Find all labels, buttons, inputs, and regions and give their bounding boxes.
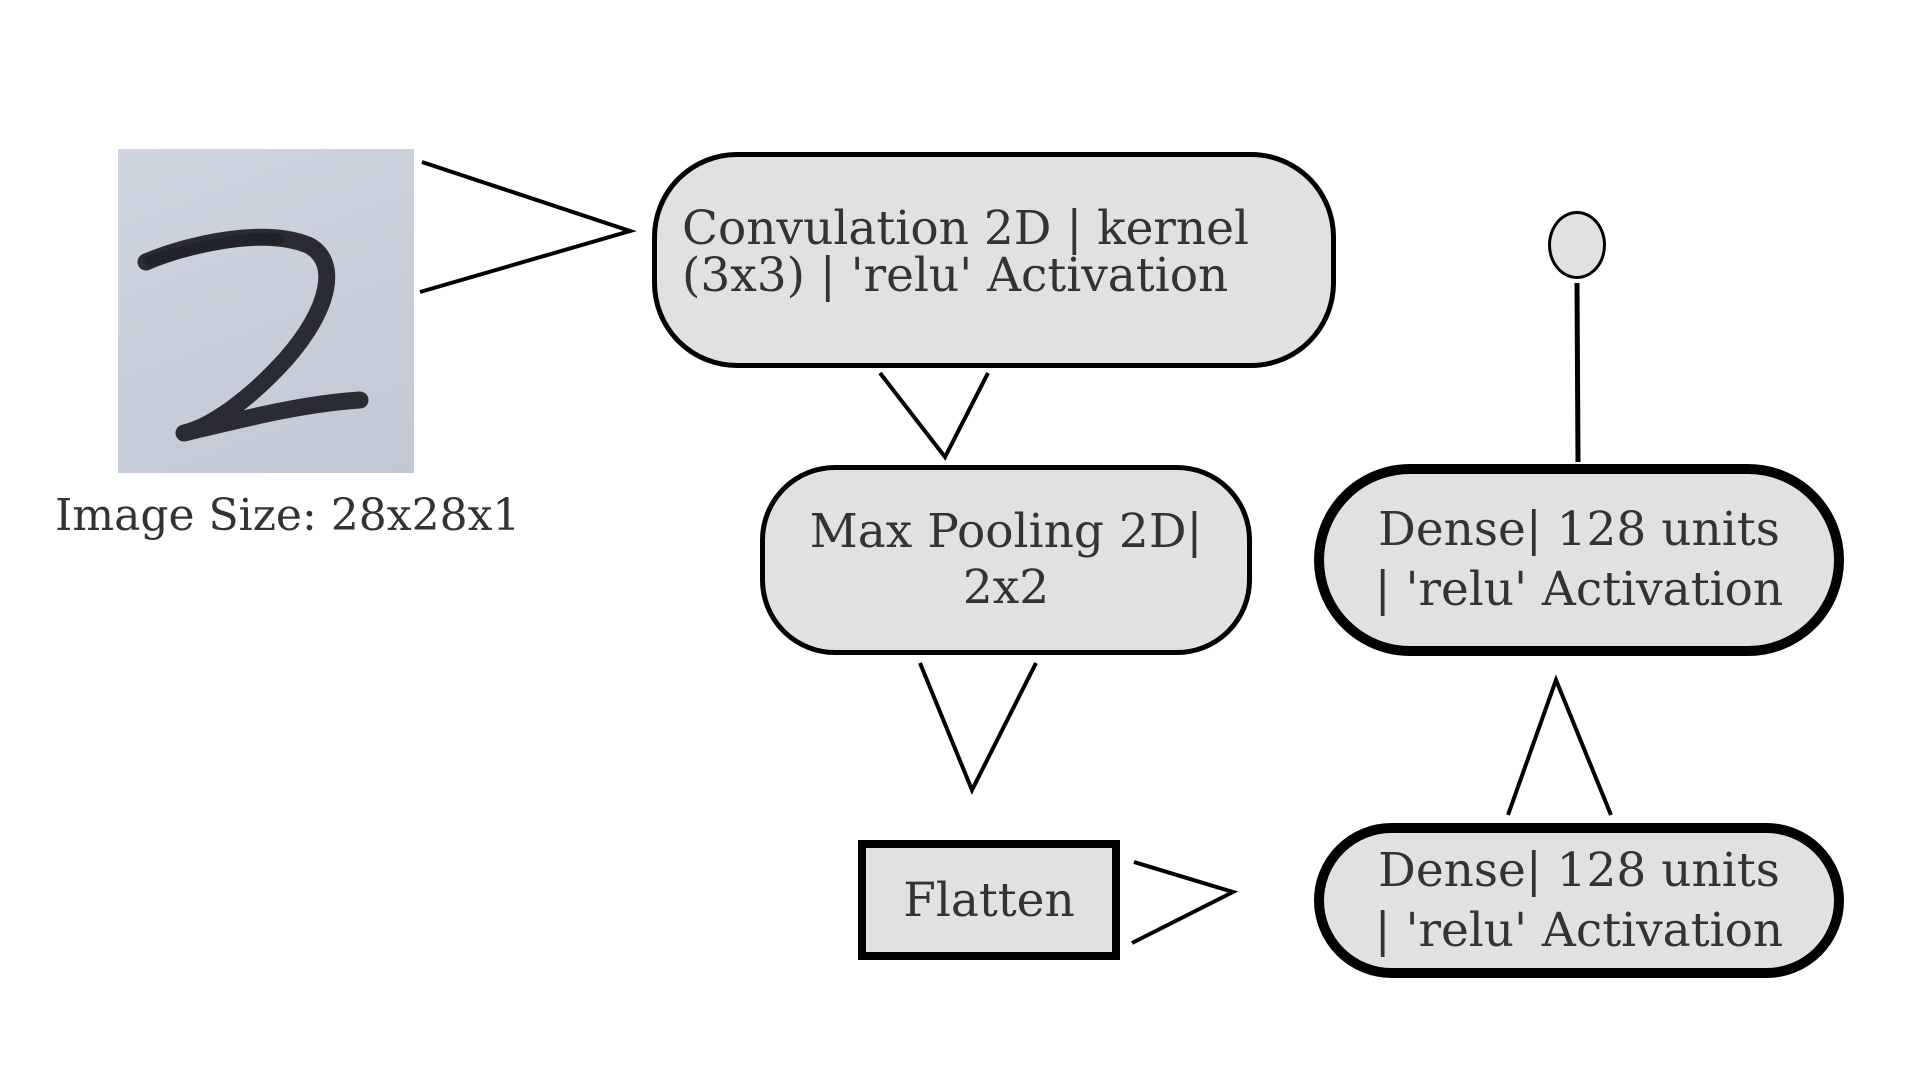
flatten-layer-node: Flatten xyxy=(858,840,1120,960)
arrow-dense-to-dense xyxy=(1506,674,1613,816)
dense-layer-label-1: Dense| 128 units | 'relu' Activation xyxy=(1374,842,1784,958)
maxpool-layer-label: Max Pooling 2D| 2x2 xyxy=(809,504,1203,615)
flatten-layer-label: Flatten xyxy=(903,872,1075,928)
conv2d-layer-label: Convulation 2D | kernel (3x3) | 'relu' A… xyxy=(682,201,1250,303)
arrow-image-to-conv xyxy=(419,160,637,294)
dense-layer-node-2: Dense| 128 units | 'relu' Activation xyxy=(1314,464,1844,656)
arrow-flatten-to-dense xyxy=(1131,860,1239,945)
dense-layer-label-2: Dense| 128 units | 'relu' Activation xyxy=(1374,502,1784,617)
maxpool-layer-node: Max Pooling 2D| 2x2 xyxy=(760,465,1252,655)
conv2d-layer-node: Convulation 2D | kernel (3x3) | 'relu' A… xyxy=(652,152,1336,368)
arrow-pool-to-flatten xyxy=(918,662,1038,795)
dense-layer-node-1: Dense| 128 units | 'relu' Activation xyxy=(1314,823,1844,978)
image-size-caption: Image Size: 28x28x1 xyxy=(55,490,521,541)
input-digit-image xyxy=(118,149,414,473)
handwritten-digit-two-icon xyxy=(137,228,369,442)
output-node-circle xyxy=(1548,211,1606,279)
arrow-conv-to-pool xyxy=(878,371,990,461)
edge-dense-to-output xyxy=(1574,282,1581,463)
